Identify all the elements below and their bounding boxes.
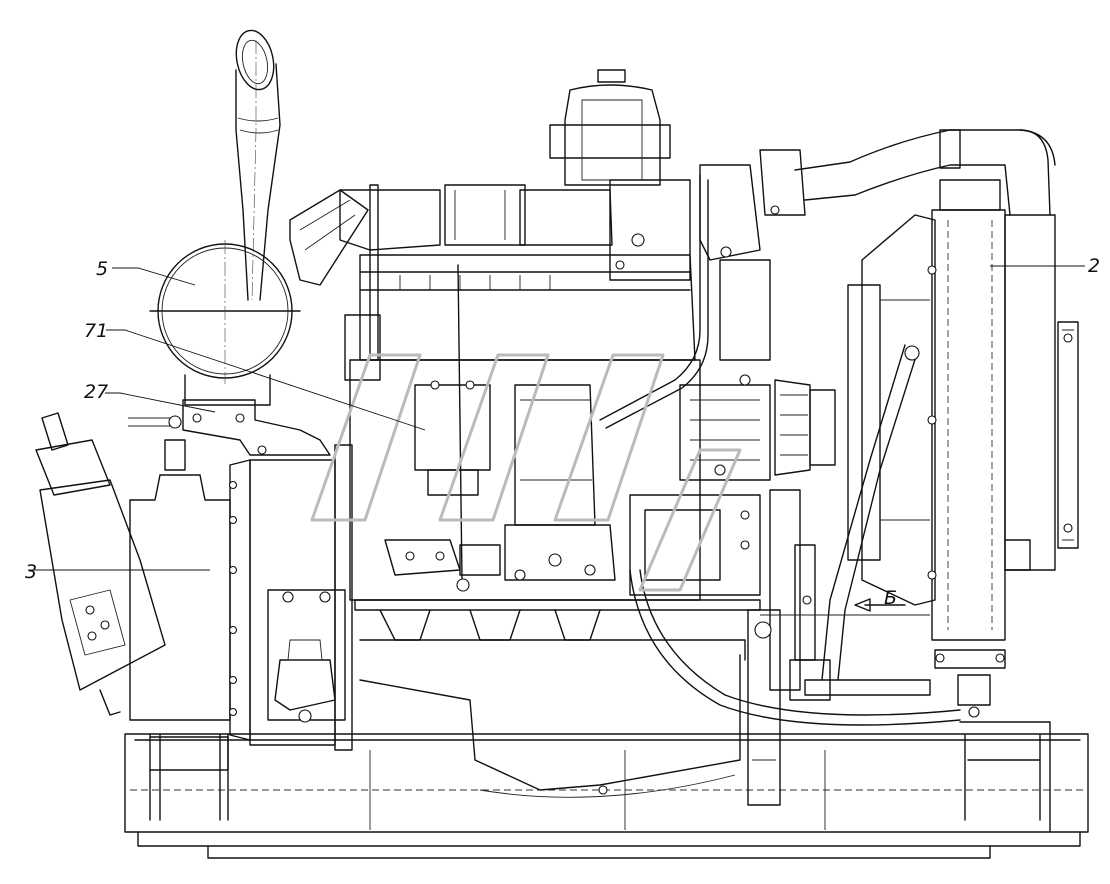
air-intake-hose: [794, 129, 1056, 216]
callout-71: 71: [84, 320, 108, 342]
gearbox-housing: [129, 444, 353, 751]
fuel-filter: [414, 380, 596, 526]
callout-3: 3: [25, 561, 37, 583]
pulleys: [769, 379, 836, 691]
injection-pump: [459, 524, 616, 581]
exhaust-pipe: [235, 29, 281, 301]
callout-27: 27: [84, 381, 108, 403]
watermark: [310, 353, 742, 592]
view-arrow-b: [854, 598, 906, 612]
fan: [847, 214, 936, 606]
water-pump: [629, 494, 761, 596]
callout-5: 5: [96, 258, 108, 280]
air-cleaner: [149, 189, 369, 406]
radiator: [927, 179, 1056, 718]
pipes: [599, 174, 961, 726]
engine-block: [344, 254, 761, 798]
bracket-27: [128, 399, 331, 471]
housing-bolts: [228, 480, 238, 717]
callout-2: 2: [1088, 255, 1100, 277]
oil-filler-cap: [549, 69, 671, 186]
hydraulic-pump: [35, 412, 166, 716]
support-post: [747, 609, 781, 806]
intake-manifold: [339, 184, 613, 361]
dipstick: [456, 264, 470, 592]
base-frame: [124, 721, 1089, 859]
right-bracket: [1057, 321, 1079, 549]
alternator: [679, 374, 771, 481]
callout-b-view: Б: [884, 587, 897, 609]
callout-leaders: [28, 265, 1085, 571]
